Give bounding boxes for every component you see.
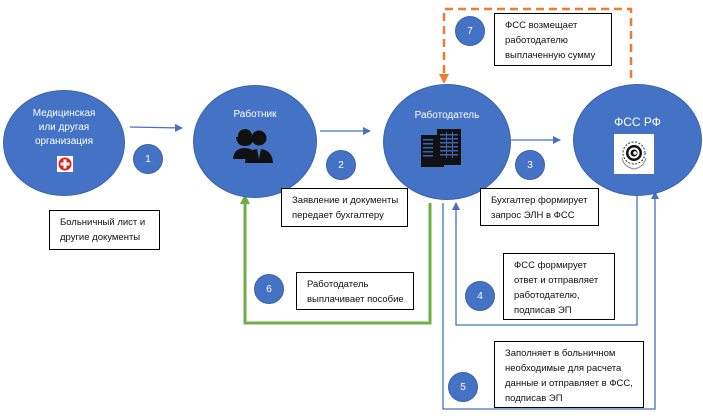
node-fss: ФСС РФ [573, 84, 702, 196]
node-medical-organization-title: Медицинская или другая организация [32, 108, 96, 147]
step-number-5: 5 [448, 372, 478, 402]
step-number-1: 1 [133, 144, 163, 174]
fss-emblem-icon [614, 134, 654, 174]
note-step-2: Заявление и документы передает бухгалтер… [281, 188, 408, 227]
red-cross-icon [57, 156, 73, 172]
step-number-2: 2 [326, 150, 356, 180]
note-step-3: Бухгалтер формирует запрос ЭЛН в ФСС [480, 188, 599, 226]
arrow-step-1 [129, 123, 183, 132]
note-step-4: ФСС формирует ответ и отправляет работод… [503, 253, 615, 320]
step-number-3: 3 [515, 150, 545, 180]
arrow-step-6 [240, 194, 432, 325]
step-number-4: 4 [465, 281, 495, 311]
buildings-icon [420, 127, 466, 169]
node-medical-organization: Медицинская или другая организация [3, 90, 125, 196]
note-step-1: Больничный лист и другие документы [49, 210, 160, 250]
people-icon [232, 127, 274, 163]
node-employer-title: Работодатель [414, 110, 480, 121]
note-step-6: Работодатель выплачивает пособие [296, 272, 414, 310]
node-employer: Работодатель [383, 84, 511, 200]
node-employee: Работник [193, 85, 317, 198]
node-fss-title: ФСС РФ [614, 115, 661, 129]
arrow-step-4 [452, 196, 638, 326]
note-step-5: Заполняет в больничном необходимые для р… [494, 341, 644, 408]
arrow-step-5 [442, 191, 659, 410]
step-number-6: 6 [254, 274, 284, 304]
step-number-7: 7 [455, 16, 485, 46]
node-employee-title: Работник [233, 109, 277, 120]
note-step-7: ФСС возмещает работодателю выплаченную с… [494, 13, 612, 66]
arrow-step-7 [439, 7, 633, 84]
